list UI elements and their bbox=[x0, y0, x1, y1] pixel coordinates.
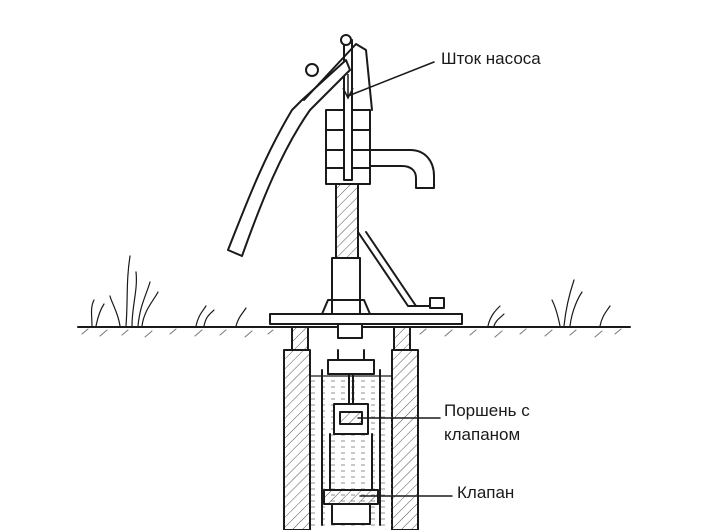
foot-valve-seat bbox=[331, 503, 371, 525]
column-flange bbox=[321, 299, 371, 315]
ground-shading bbox=[81, 328, 622, 338]
label-valve: Клапан bbox=[457, 483, 515, 502]
pump-column bbox=[331, 257, 361, 315]
well-top-right bbox=[393, 326, 411, 351]
well-casing-right bbox=[391, 349, 419, 530]
cylinder-cap bbox=[327, 359, 375, 375]
piston-body bbox=[329, 433, 373, 491]
brace-foot bbox=[429, 297, 445, 309]
pivot-pin bbox=[305, 63, 319, 77]
pump-barrel bbox=[335, 179, 359, 259]
label-piston-line2: клапаном bbox=[444, 425, 521, 444]
base-flange bbox=[337, 323, 363, 339]
handle-yoke bbox=[303, 43, 373, 111]
rod-pin bbox=[340, 34, 352, 46]
pump-cylinder bbox=[321, 369, 381, 526]
well-casing-left bbox=[283, 349, 311, 530]
grass bbox=[90, 255, 611, 327]
label-pump-rod: Шток насоса bbox=[441, 49, 541, 68]
well-top-left bbox=[291, 326, 309, 351]
base-plate bbox=[269, 313, 463, 325]
piston-rod-lower bbox=[348, 373, 354, 405]
foot-valve bbox=[323, 489, 379, 505]
spout bbox=[369, 149, 435, 189]
pump-handle bbox=[227, 59, 351, 257]
leader-pump-rod bbox=[347, 61, 435, 97]
down-arrow bbox=[342, 74, 354, 100]
support-brace bbox=[357, 231, 441, 307]
label-piston-line1: Поршень с bbox=[444, 401, 530, 420]
